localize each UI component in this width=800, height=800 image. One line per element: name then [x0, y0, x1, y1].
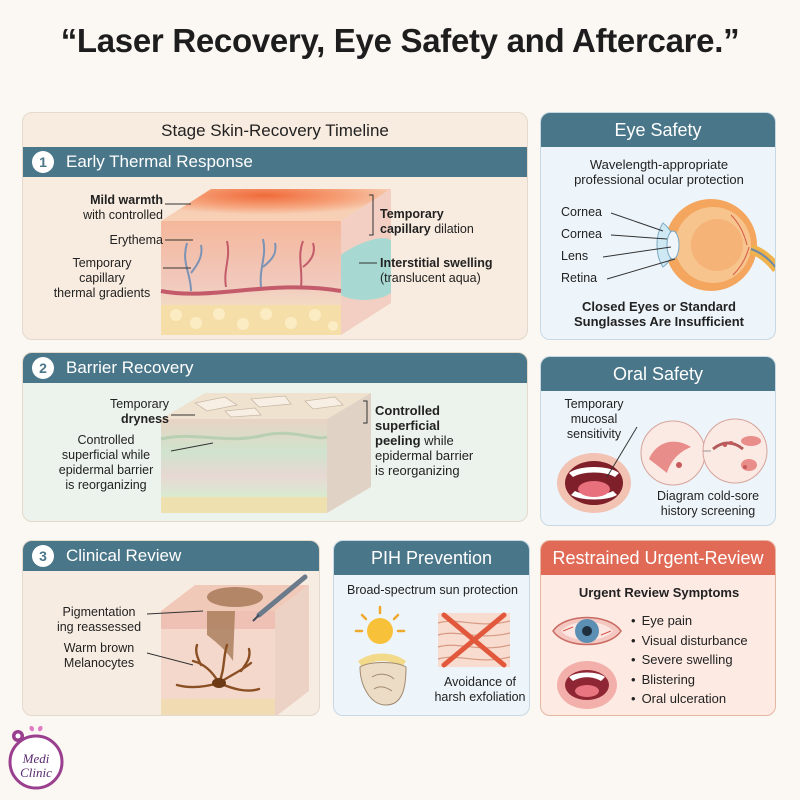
sunscreen-sun-icon — [354, 605, 407, 706]
mucosal-sensitivity-label: Temporary mucosal sensitivity — [564, 397, 624, 441]
stage-2-header: 2 Barrier Recovery — [23, 353, 527, 383]
pigmentation-label: Pigmentation ing reassessed — [56, 605, 142, 634]
eye-anatomy-illustration — [656, 199, 775, 291]
stage-3-number: 3 — [32, 545, 54, 567]
stage-3-label: Clinical Review — [66, 546, 182, 565]
eye-part-cornea-1: Cornea — [561, 205, 602, 219]
interstitial-swelling-label: Interstitial swelling (translucent aqua) — [380, 256, 493, 285]
thermal-gradients-label: Temporary capillary thermal gradients — [53, 256, 151, 300]
symptom-item: Blistering — [631, 670, 748, 690]
barrier-skin-block-illustration — [160, 393, 371, 513]
melanocyte-skin-block-illustration — [161, 574, 309, 715]
erythema-label: Erythema — [109, 233, 164, 247]
temporary-dryness-label: Temporary dryness — [109, 397, 169, 426]
capillary-dilation-label: Temporary capillary dilation — [380, 207, 474, 236]
pih-prevention-panel: PIH Prevention Broad-spectrum sun protec… — [333, 540, 530, 716]
eye-leader-lines — [602, 212, 676, 280]
stage-1-header: 1 Early Thermal Response — [23, 147, 527, 177]
avoid-exfoliation-label: Avoidance of harsh exfoliation — [434, 675, 526, 704]
melanocytes-label: Warm brown Melanocytes — [63, 641, 135, 670]
sun-protection-label: Broad-spectrum sun protection — [347, 583, 518, 597]
page-title: “Laser Recovery, Eye Safety and Aftercar… — [60, 22, 740, 59]
symptom-item: Visual disturbance — [631, 631, 748, 651]
timeline-title: Stage Skin-Recovery Timeline — [161, 121, 389, 140]
urgent-symptoms-subtitle: Urgent Review Symptoms — [578, 585, 740, 600]
eye-warning-text: Closed Eyes or Standard Sunglasses Are I… — [573, 299, 744, 329]
cold-sore-screening-label: Diagram cold-sore history screening — [656, 489, 760, 518]
controlled-superficial-label: Controlled superficial while epidermal b… — [58, 433, 154, 492]
no-harsh-exfoliation-icon — [437, 612, 511, 668]
stage-1-leader-lines — [163, 194, 377, 269]
eye-part-retina: Retina — [561, 271, 598, 285]
oral-leader-line — [606, 426, 638, 478]
stage-2-label: Barrier Recovery — [66, 358, 194, 377]
stage-2-number: 2 — [32, 357, 54, 379]
stage-2-leader-lines — [170, 400, 368, 452]
stage-3-header: 3 Clinical Review — [23, 541, 319, 571]
stage-1-label: Early Thermal Response — [66, 152, 253, 171]
urgent-review-panel: Restrained Urgent-Review Urgent Review S… — [540, 540, 776, 716]
urgent-review-header: Restrained Urgent-Review — [541, 541, 775, 575]
urgent-symptom-list: Eye pain Visual disturbance Severe swell… — [631, 611, 748, 709]
oral-safety-panel: Oral Safety Temporary mucosal sensitivit… — [540, 356, 776, 526]
red-eye-icon — [552, 616, 622, 646]
eye-part-lens: Lens — [561, 249, 589, 263]
timeline-panel: Stage Skin-Recovery Timeline 1 Early The… — [22, 112, 528, 340]
pih-prevention-header: PIH Prevention — [334, 541, 529, 575]
eye-safety-panel: Eye Safety Wavelength-appropriate profes… — [540, 112, 776, 340]
eye-protection-description: Wavelength-appropriate professional ocul… — [574, 157, 744, 187]
logo-badge-icon — [8, 725, 64, 790]
stage-1-number: 1 — [32, 151, 54, 173]
symptom-item: Severe swelling — [631, 650, 748, 670]
oral-safety-header: Oral Safety — [541, 357, 775, 391]
stage-3-leader-lines — [146, 610, 204, 666]
eye-part-cornea-2: Cornea — [561, 227, 602, 241]
symptom-item: Oral ulceration — [631, 689, 748, 709]
barrier-recovery-panel: 2 Barrier Recovery Temporary dryness — [22, 352, 528, 522]
thermal-skin-block-illustration — [160, 189, 391, 335]
eye-safety-header: Eye Safety — [541, 113, 775, 147]
symptom-item: Eye pain — [631, 611, 748, 631]
mild-warmth-label: Mild warmth with controlled — [83, 193, 163, 222]
lip-cold-sore-illustration — [640, 418, 768, 486]
swollen-mouth-icon — [557, 661, 617, 709]
controlled-peeling-label: Controlled superficial peeling while epi… — [375, 403, 474, 478]
clinical-review-panel: 3 Clinical Review Pigmentation ing reass… — [22, 540, 320, 716]
